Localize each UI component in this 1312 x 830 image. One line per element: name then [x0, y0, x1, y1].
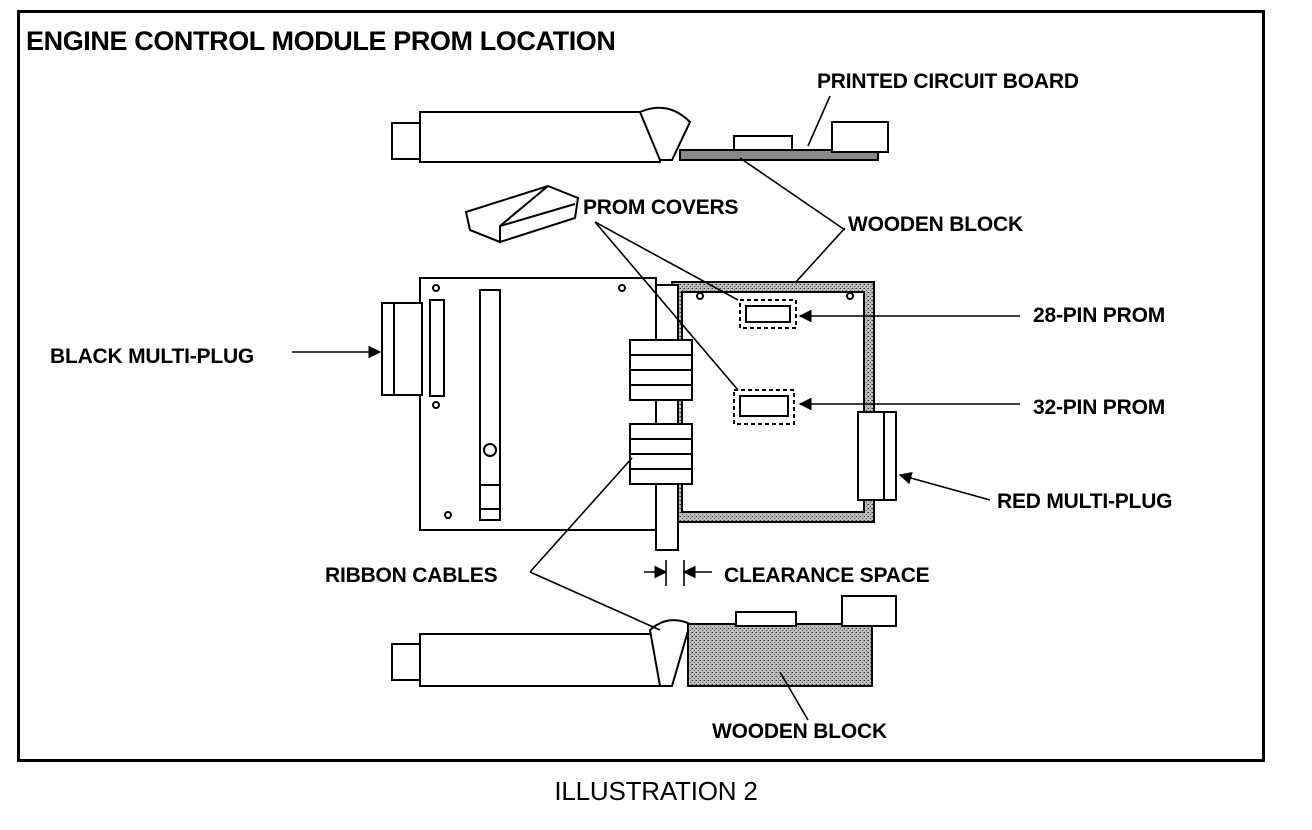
- top-chip: [733, 135, 793, 151]
- label-ribbon-cables: RIBBON CABLES: [325, 564, 498, 587]
- black-multi-plug-shape: [381, 302, 423, 396]
- page-title: ENGINE CONTROL MODULE PROM LOCATION: [26, 26, 616, 56]
- label-wooden-block-top: WOODEN BLOCK: [848, 213, 1023, 236]
- red-multi-plug-shape: [857, 411, 897, 501]
- bottom-side-view: [391, 595, 897, 687]
- left-module: [381, 277, 657, 531]
- top-hinge: [638, 106, 692, 161]
- label-28-pin-prom: 28-PIN PROM: [1033, 304, 1165, 327]
- label-black-multi-plug: BLACK MULTI-PLUG: [50, 345, 255, 368]
- prom-cover: [464, 184, 580, 244]
- top-plug-stub: [391, 122, 421, 160]
- label-prom-covers: PROM COVERS: [583, 196, 739, 219]
- top-connector: [831, 121, 889, 153]
- ribbon-cables: [629, 284, 693, 551]
- label-printed-circuit-board: PRINTED CIRCUIT BOARD: [817, 70, 1079, 93]
- top-ecm-body: [419, 111, 661, 163]
- right-module: [671, 281, 897, 523]
- label-red-multi-plug: RED MULTI-PLUG: [997, 490, 1173, 513]
- top-side-view: [391, 106, 889, 163]
- leader-lines: [292, 95, 1020, 721]
- label-32-pin-prom: 32-PIN PROM: [1033, 396, 1165, 419]
- bottom-wooden-block: [687, 623, 873, 687]
- label-clearance-space: CLEARANCE SPACE: [724, 564, 930, 587]
- label-wooden-block-bottom: WOODEN BLOCK: [712, 720, 887, 743]
- diagram-frame: [17, 10, 1265, 762]
- figure-caption: ILLUSTRATION 2: [554, 776, 758, 806]
